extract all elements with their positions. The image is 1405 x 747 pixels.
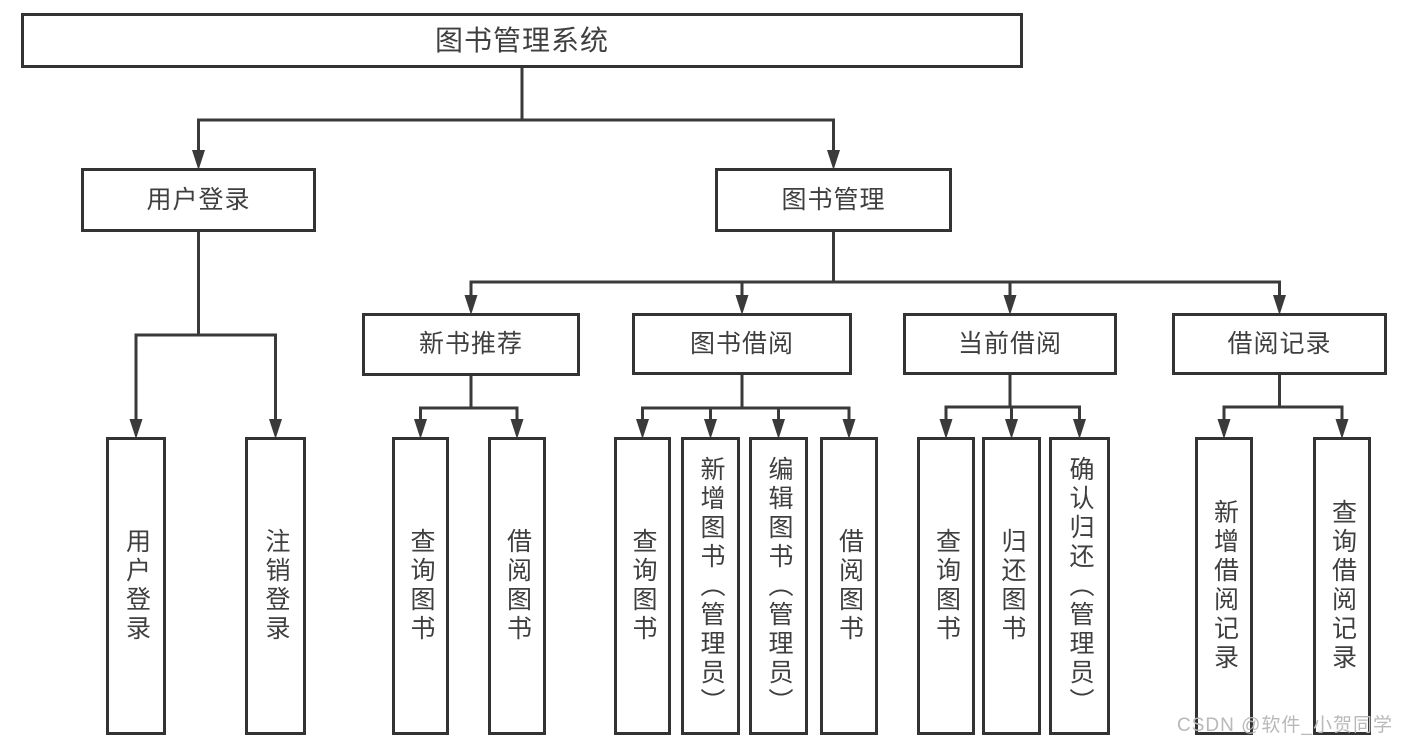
diagram-node-login-logout: 注销登录: [245, 437, 306, 735]
diagram-node-records-query: 查询借阅记录: [1313, 437, 1371, 735]
arrowhead-icon: [636, 419, 649, 439]
arrowhead-icon: [735, 295, 749, 315]
arrowhead-icon: [1273, 295, 1286, 315]
diagram-node-borrow-query: 查询图书: [614, 437, 671, 735]
diagram-node-borrow-edit: 编辑图书（管理员）: [749, 437, 808, 735]
arrowhead-icon: [704, 419, 717, 439]
diagram-node-newbook-borrow: 借阅图书: [488, 437, 546, 735]
diagram-node-borrow-add: 新增图书（管理员）: [681, 437, 740, 735]
arrowhead-icon: [1005, 419, 1018, 439]
arrowhead-icon: [1217, 419, 1231, 439]
diagram-node-borrow: 图书借阅: [632, 313, 852, 375]
diagram-node-newbook-query: 查询图书: [392, 437, 449, 735]
arrowhead-icon: [510, 419, 524, 439]
diagram-node-root: 图书管理系统: [21, 13, 1023, 68]
arrowhead-icon: [827, 150, 840, 170]
diagram-node-current-query: 查询图书: [917, 437, 975, 735]
arrowhead-icon: [772, 419, 785, 439]
diagram-node-records: 借阅记录: [1172, 313, 1387, 375]
arrowhead-icon: [842, 419, 856, 439]
watermark: CSDN @软件_小贺同学: [1177, 715, 1393, 736]
diagram-node-current: 当前借阅: [903, 313, 1117, 375]
arrowhead-icon: [939, 419, 953, 439]
arrowhead-icon: [1335, 419, 1349, 439]
arrowhead-icon: [129, 419, 143, 439]
diagram-node-records-add: 新增借阅记录: [1195, 437, 1253, 735]
diagram-node-borrow-lend: 借阅图书: [820, 437, 878, 735]
arrowhead-icon: [192, 150, 205, 170]
diagram-node-current-confirm: 确认归还（管理员）: [1049, 437, 1110, 735]
arrowhead-icon: [269, 419, 282, 439]
arrowhead-icon: [464, 295, 478, 315]
diagram-node-newbook: 新书推荐: [362, 313, 580, 376]
diagram-node-login-user: 用户登录: [106, 437, 166, 735]
diagram-node-login: 用户登录: [81, 168, 316, 232]
arrowhead-icon: [414, 419, 427, 439]
arrowhead-icon: [1003, 295, 1017, 315]
arrowhead-icon: [1073, 419, 1086, 439]
diagram-node-mgmt: 图书管理: [715, 168, 952, 232]
diagram-node-current-return: 归还图书: [982, 437, 1041, 735]
